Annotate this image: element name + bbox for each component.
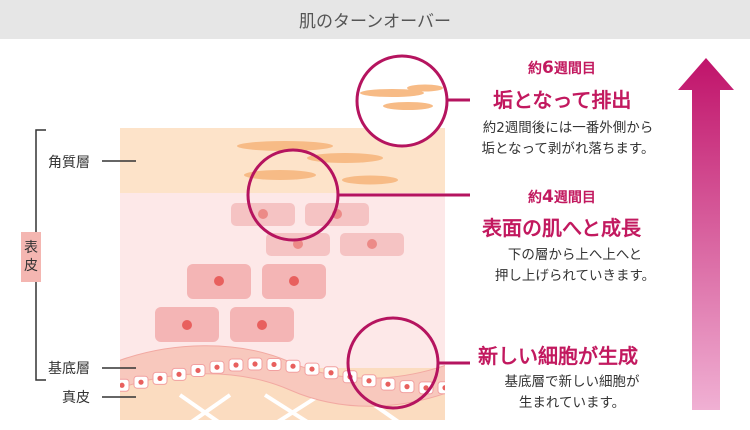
flake	[342, 175, 398, 185]
skin-cross-section	[120, 128, 445, 420]
basal-cell-nucleus	[328, 370, 334, 376]
step-basal-title: 新しい細胞が生成	[478, 344, 638, 368]
epidermis-char-1: 表	[24, 240, 38, 256]
step-week6-label: 約6週間目	[528, 58, 596, 78]
step-week4-label: 約4週間目	[528, 187, 596, 207]
step-week6-title: 垢となって排出	[493, 88, 632, 112]
cell-nucleus	[367, 239, 377, 249]
flake	[307, 153, 383, 163]
cell-nucleus	[289, 276, 299, 286]
cell-nucleus	[182, 320, 192, 330]
basal-cell-nucleus	[252, 361, 258, 367]
basal-cell-nucleus	[290, 363, 296, 369]
cell-nucleus	[214, 276, 224, 286]
basal-cell-nucleus	[138, 379, 144, 385]
basal-cell-nucleus	[214, 364, 220, 370]
basal-cell	[437, 381, 445, 395]
basal-band	[120, 345, 445, 407]
label-basal-layer: 基底層	[48, 361, 90, 377]
cell-nucleus	[293, 239, 303, 249]
basal-cell-nucleus	[404, 384, 410, 390]
basal-cell-nucleus	[195, 367, 201, 374]
basal-cell-nucleus	[120, 382, 125, 388]
cell-nucleus	[257, 320, 267, 330]
header-bar: 肌のターンオーバー	[0, 0, 750, 39]
label-dermis: 真皮	[62, 390, 90, 406]
step-week6-desc: 約2週間後には一番外側から 垢となって剥がれ落ちます。	[481, 120, 655, 157]
basal-cell-nucleus	[233, 362, 239, 368]
step-week4-title: 表面の肌へと成長	[482, 216, 641, 240]
upward-arrow	[678, 58, 734, 410]
cell-nucleus	[258, 209, 268, 219]
step-basal-desc: 基底層で新しい細胞が 生まれています。	[504, 374, 640, 411]
basal-cell-nucleus	[423, 385, 429, 391]
header-title: 肌のターンオーバー	[299, 12, 451, 32]
label-stratum-corneum: 角質層	[48, 155, 90, 171]
epidermis-badge: 表 皮	[21, 232, 41, 282]
basal-cell-nucleus	[176, 371, 182, 377]
basal-cell-nucleus	[442, 385, 445, 391]
flake	[237, 141, 333, 151]
flake	[244, 170, 316, 180]
basal-cell-nucleus	[157, 375, 163, 382]
basal-cell-nucleus	[366, 378, 372, 384]
basal-cell-nucleus	[385, 381, 391, 387]
epidermis-char-2: 皮	[24, 258, 38, 274]
step-week4-desc: 下の層から上へ上へと 押し上げられていきます。	[494, 247, 656, 284]
magnifier-week6	[355, 54, 453, 148]
basal-cell-nucleus	[271, 361, 277, 368]
basal-cell-nucleus	[309, 366, 315, 372]
skin-diagram	[35, 54, 734, 420]
